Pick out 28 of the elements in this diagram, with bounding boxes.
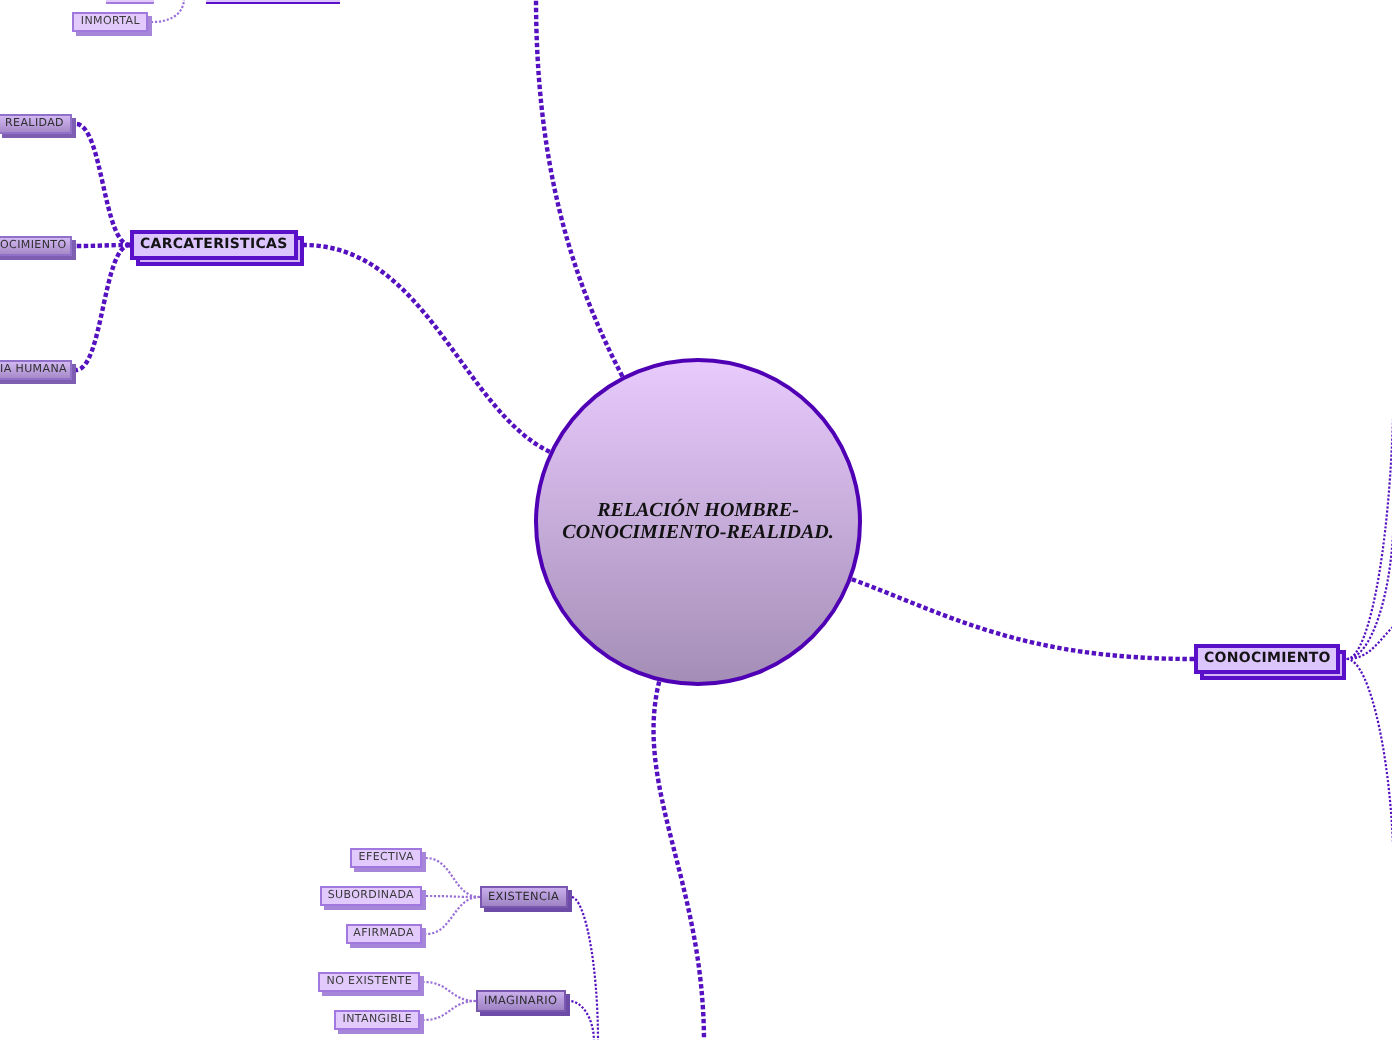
subtopic-box	[345, 924, 426, 948]
connector-line	[75, 242, 131, 373]
connector-line	[425, 895, 481, 936]
connector-line	[569, 999, 596, 1040]
branch-topic-box	[130, 230, 304, 266]
connector-line	[570, 895, 600, 1040]
connector-line	[76, 242, 130, 249]
connector-line	[533, 0, 625, 378]
subtopic-box	[0, 360, 76, 384]
connector-line	[423, 999, 477, 1022]
connector-line	[851, 577, 1195, 662]
connector-line	[1346, 625, 1392, 661]
branch-topic-box	[1194, 644, 1347, 680]
topic-title: RELACIÓN HOMBRE-CONOCIMIENTO-REALIDAD.	[560, 499, 836, 545]
subtopic-box	[480, 886, 572, 912]
subtopic-box	[334, 1010, 424, 1034]
connector-line	[651, 681, 707, 1040]
subtopic-box	[0, 114, 76, 138]
subtopic-box	[350, 848, 426, 872]
subtopic-box	[476, 990, 570, 1016]
subtopic-box	[318, 972, 424, 996]
subtopic-box	[0, 236, 76, 260]
connector-line	[425, 856, 481, 899]
connector-line	[151, 0, 186, 24]
connector-line	[303, 242, 551, 454]
subtopic-box	[319, 886, 426, 910]
subtopic-box	[72, 12, 152, 36]
connector-line	[75, 121, 131, 248]
